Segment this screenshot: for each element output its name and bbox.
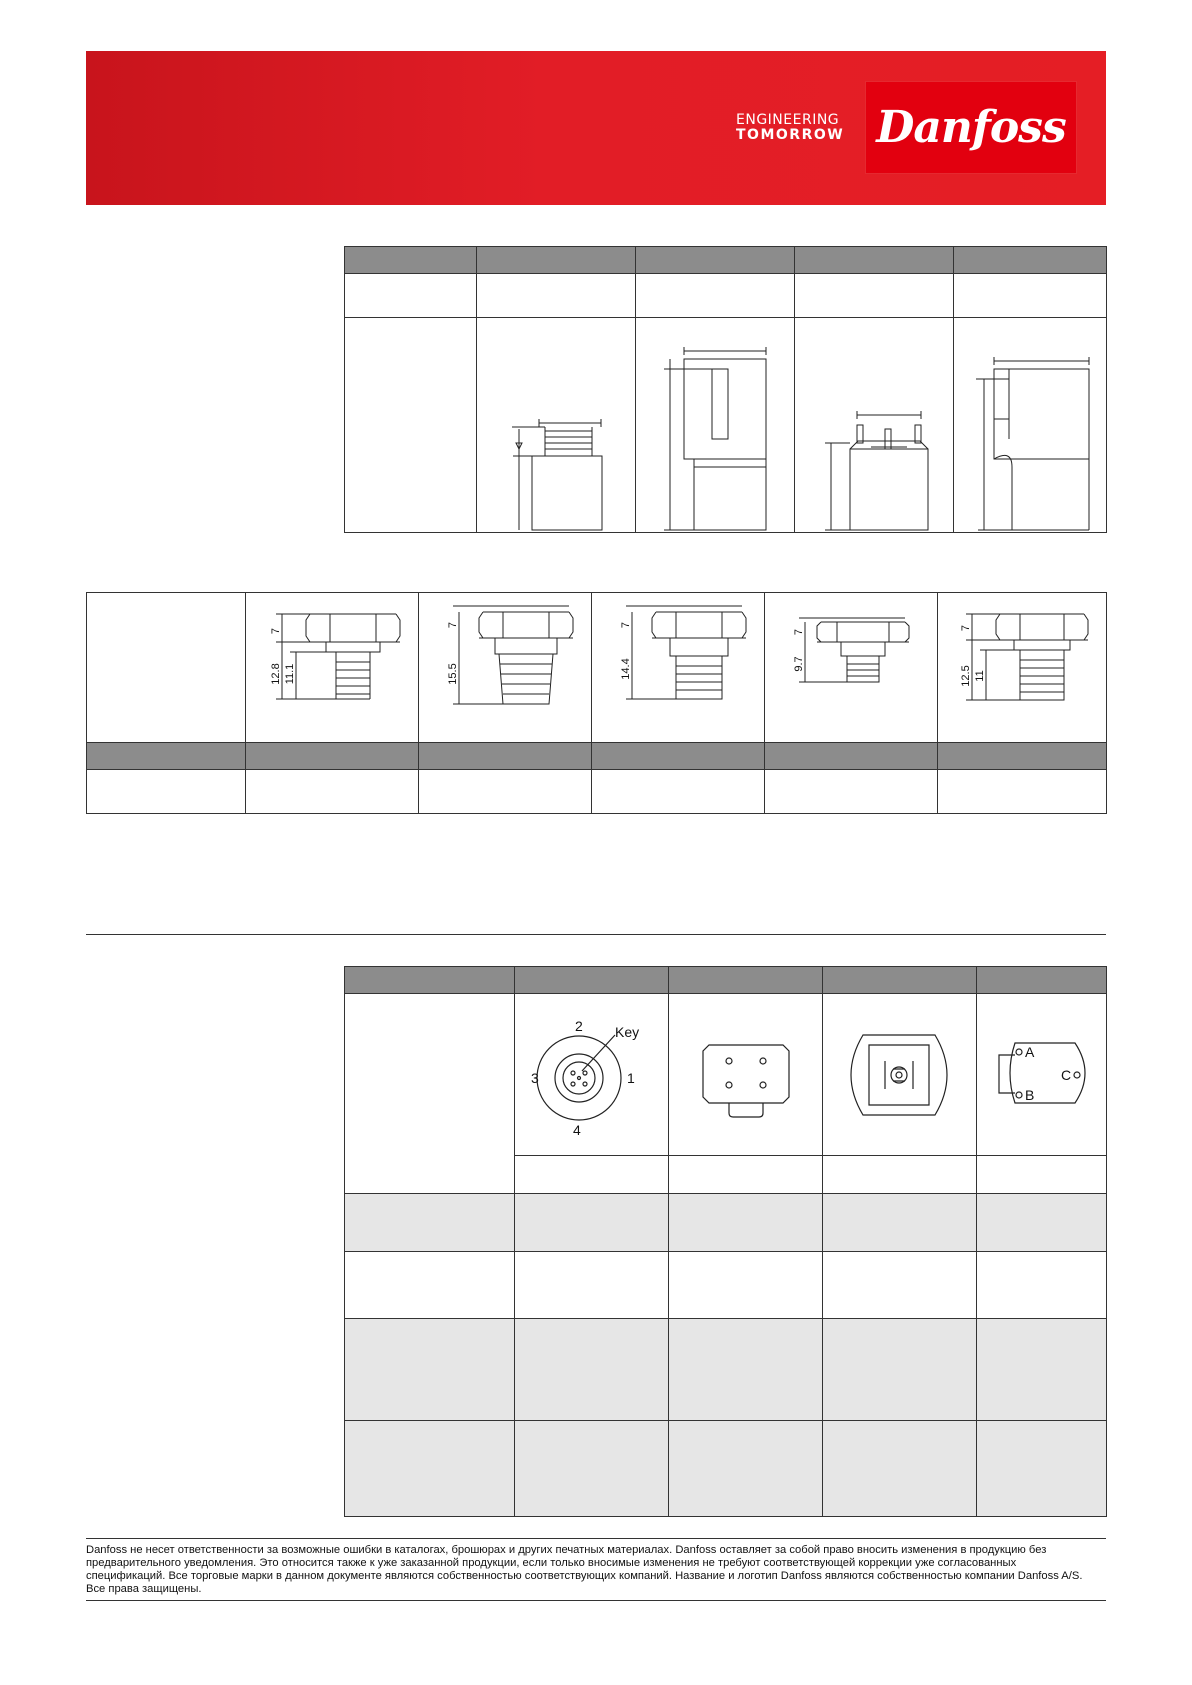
dim-label: 7 [270, 627, 282, 633]
pin-label: B [1025, 1087, 1034, 1103]
connector-table: 2 3 1 4 Key [344, 966, 1107, 1517]
table-row: 2 3 1 4 Key [344, 993, 1107, 1194]
table-cell [344, 993, 515, 1194]
thread-drawing-1: 7 12.8 11.1 [245, 592, 419, 743]
thread-drawing-5: 7 12.5 11 [937, 592, 1107, 743]
pin-label: 3 [531, 1070, 539, 1086]
tagline: ENGINEERING TOMORROW [736, 113, 844, 143]
pin-label: 1 [627, 1070, 635, 1086]
table-row [344, 1318, 1107, 1421]
table-header-row [86, 742, 1107, 770]
pin-label: C [1061, 1067, 1071, 1083]
dim-label: 7 [793, 628, 805, 634]
connector-m12-pinout: 2 3 1 4 Key [514, 993, 669, 1156]
pin-label: 4 [573, 1122, 581, 1138]
disclaimer-line: Danfoss не несет ответственности за возм… [86, 1544, 1047, 1556]
dim-label: 7 [620, 621, 632, 627]
housing-drawing-1 [476, 317, 636, 533]
table-cell [344, 317, 477, 533]
connector-packard-pinout: A B C [976, 993, 1107, 1156]
dim-label: 7 [447, 621, 459, 627]
thread-drawing-3: 7 14.4 [591, 592, 765, 743]
table-row [344, 317, 1107, 533]
dim-label: 14.4 [620, 658, 632, 679]
thread-drawing-2: 7 15.5 [418, 592, 592, 743]
table-row [344, 1420, 1107, 1517]
disclaimer-line: Все права защищены. [86, 1583, 202, 1595]
dim-label: 11 [974, 670, 986, 681]
table-row [344, 1251, 1107, 1319]
disclaimer-line: спецификаций. Все торговые марки в данно… [86, 1570, 1083, 1582]
table-row [86, 769, 1107, 814]
housing-drawing-2 [635, 317, 795, 533]
pin-label: A [1025, 1044, 1035, 1060]
table-cell [86, 592, 246, 743]
table-header-row [344, 246, 1107, 274]
section-divider [86, 934, 1106, 935]
housing-drawing-3 [794, 317, 954, 533]
connector-din-pinout [822, 993, 977, 1156]
dim-label: 7 [960, 624, 972, 630]
dim-label: 9.7 [793, 656, 805, 671]
pin-label: Key [615, 1024, 639, 1040]
connector-deutsch-pinout [668, 993, 823, 1156]
pin-label: 2 [575, 1018, 583, 1034]
table-row: 7 12.8 11.1 7 15.5 [86, 592, 1107, 743]
tagline-line2: TOMORROW [736, 127, 845, 143]
logo-wordmark: Danfoss [876, 102, 1066, 153]
dim-label: 12.5 [960, 665, 972, 686]
housing-dimensions-table [344, 246, 1107, 533]
disclaimer-line: предварительного уведомления. Это относи… [86, 1557, 1017, 1569]
tagline-line1: ENGINEERING [736, 112, 840, 128]
thread-dimensions-table: 7 12.8 11.1 7 15.5 [86, 592, 1107, 814]
danfoss-logo: Danfoss [866, 82, 1076, 173]
dim-label: 15.5 [447, 663, 459, 684]
housing-drawing-4 [953, 317, 1107, 533]
table-header-row [344, 966, 1107, 994]
footer-divider-bottom [86, 1600, 1106, 1601]
footer-divider-top [86, 1538, 1106, 1539]
disclaimer: Danfoss не несет ответственности за возм… [86, 1544, 1106, 1596]
table-row [344, 1193, 1107, 1252]
dim-label: 11.1 [284, 663, 296, 684]
table-row [344, 273, 1107, 318]
dim-label: 12.8 [270, 663, 282, 684]
thread-drawing-4: 7 9.7 [764, 592, 938, 743]
